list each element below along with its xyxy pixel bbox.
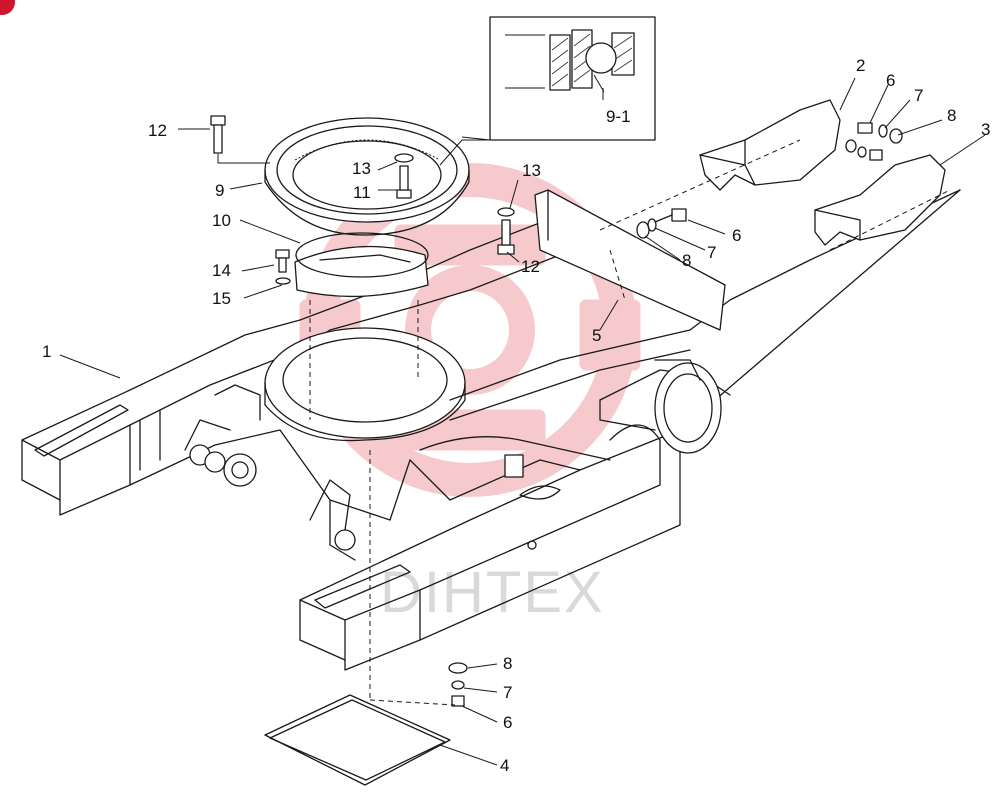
callout-5: 5 <box>592 326 601 345</box>
callout-12-right: 12 <box>521 257 540 276</box>
callout-4: 4 <box>500 756 509 775</box>
callout-9-1: 9-1 <box>606 107 631 126</box>
assembly-lines <box>309 139 951 706</box>
callout-12-top: 12 <box>148 121 167 140</box>
callout-8-mid: 8 <box>682 251 691 270</box>
callout-15: 15 <box>212 289 231 308</box>
callout-7-mid: 7 <box>707 243 716 262</box>
callout-14: 14 <box>212 261 231 280</box>
swing-bearing-9 <box>264 117 470 236</box>
callout-6-top: 6 <box>886 71 895 90</box>
callout-6-bottom: 6 <box>503 713 512 732</box>
callout-labels: 1 2 3 4 5 6 6 6 7 7 7 8 8 8 9 9-1 10 11 … <box>42 56 990 775</box>
watermark-text: DIHTEX <box>380 560 605 625</box>
callout-1: 1 <box>42 342 51 361</box>
callout-13-right: 13 <box>522 161 541 180</box>
callout-3: 3 <box>981 120 990 139</box>
track-frame <box>21 189 961 671</box>
detail-inset-9-1 <box>461 16 656 141</box>
callout-8-top: 8 <box>947 106 956 125</box>
fasteners <box>210 115 903 707</box>
callout-2: 2 <box>856 56 865 75</box>
corner-badge <box>0 0 15 15</box>
callout-6-mid: 6 <box>732 226 741 245</box>
leader-lines <box>59 77 986 766</box>
bottom-plate-4 <box>264 694 451 786</box>
cover-2 <box>699 99 841 191</box>
callout-13-left: 13 <box>352 159 371 178</box>
callout-11: 11 <box>353 183 371 202</box>
cover-3 <box>814 154 946 246</box>
callout-10: 10 <box>212 211 231 230</box>
callout-9: 9 <box>215 181 224 200</box>
callout-7-bottom: 7 <box>503 683 512 702</box>
callout-7-top: 7 <box>914 86 923 105</box>
plate-5 <box>534 189 726 331</box>
ring-10 <box>294 232 429 298</box>
callout-8-bottom: 8 <box>503 654 512 673</box>
